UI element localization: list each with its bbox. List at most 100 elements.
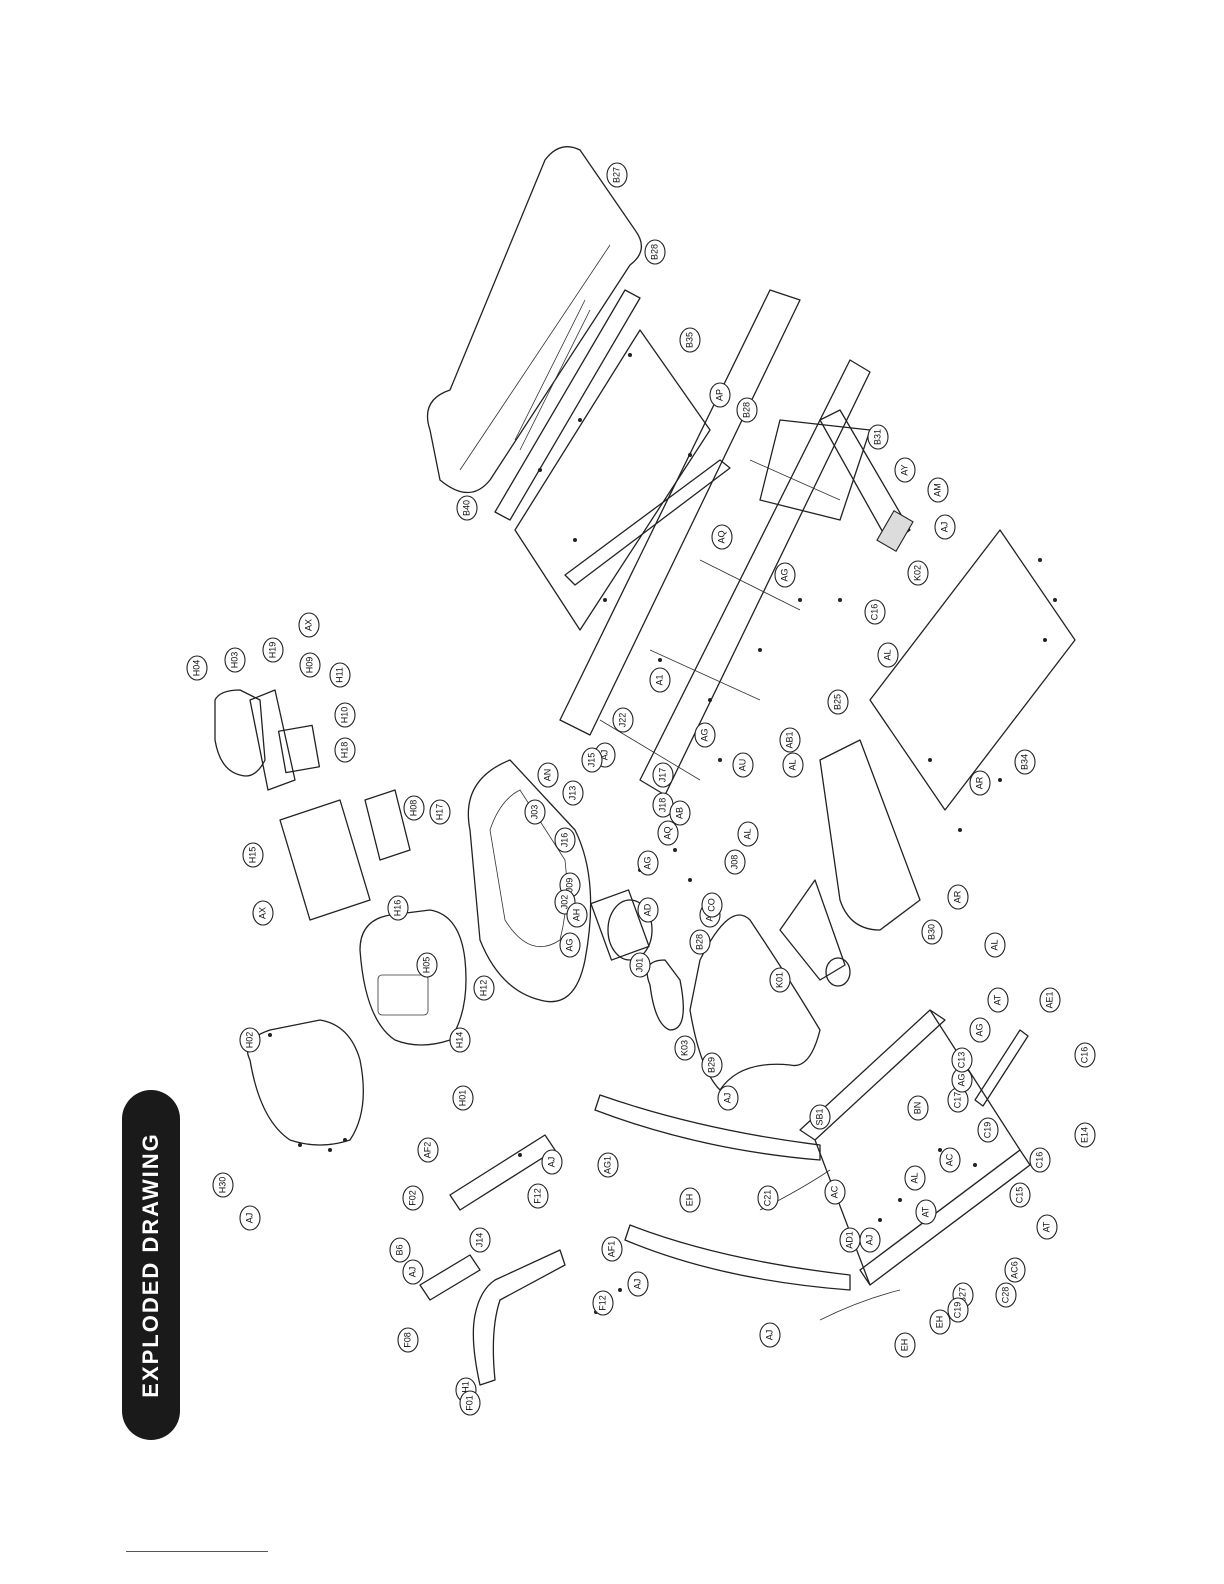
callout-label: K01 — [769, 967, 791, 993]
callout-label-text: H30 — [217, 1177, 227, 1194]
callout-label-text: H19 — [267, 642, 277, 659]
callout-label-text: EH — [934, 1316, 944, 1329]
callout-label-text: AJ — [407, 1267, 417, 1278]
callout-label: H16 — [387, 895, 409, 921]
callout-label: AB1 — [779, 727, 801, 753]
callout-label-text: AG — [956, 1073, 966, 1086]
callout-label: J03 — [524, 799, 546, 825]
callout-label: H19 — [262, 637, 284, 663]
callout-label-text: H14 — [454, 1032, 464, 1049]
fastener-dot — [328, 1148, 332, 1152]
callout-label-text: AJ — [764, 1330, 774, 1341]
callout-label-text: AQ — [716, 530, 726, 543]
fastener-dot — [758, 648, 762, 652]
callout-label-text: H05 — [421, 957, 431, 974]
callout-label: AG — [637, 850, 659, 876]
callout-label-text: AT — [920, 1206, 930, 1217]
callout-label: H10 — [334, 702, 356, 728]
callout-label: AJ — [541, 1149, 563, 1175]
callout-label-text: AJ — [864, 1235, 874, 1246]
fastener-dot — [538, 468, 542, 472]
callout-label-text: AG — [699, 728, 709, 741]
callout-label-text: C16 — [1034, 1152, 1044, 1169]
callout-label-text: C19 — [982, 1122, 992, 1139]
fastener-dot — [878, 1218, 882, 1222]
callout-label-text: BN — [912, 1102, 922, 1115]
callout-label-text: J08 — [729, 855, 739, 870]
callout-label: AL — [904, 1165, 926, 1191]
callout-label-text: H18 — [339, 742, 349, 759]
callout-label: H30 — [212, 1172, 234, 1198]
callout-label: H01 — [452, 1085, 474, 1111]
callout-label-text: J16 — [559, 833, 569, 848]
callout-label: C28 — [995, 1282, 1017, 1308]
callout-label: J01 — [629, 952, 651, 978]
callout-label-text: C16 — [1079, 1047, 1089, 1064]
callout-label-text: AX — [303, 619, 313, 631]
callout-label-text: C28 — [1000, 1287, 1010, 1304]
callout-label: H02 — [239, 1027, 261, 1053]
base-frame — [759, 1009, 1031, 1321]
callout-label-text: J09 — [564, 878, 574, 893]
callout-label-text: AJ — [244, 1213, 254, 1224]
hood — [689, 914, 821, 1091]
callout-label-text: H02 — [244, 1032, 254, 1049]
callout-label-text: AG — [642, 856, 652, 869]
handle-uprights — [419, 1134, 566, 1386]
callout-label-text: J22 — [617, 713, 627, 728]
footer-rule — [126, 1551, 268, 1552]
callout-label-text: H16 — [392, 900, 402, 917]
callout-label: C21 — [757, 1185, 779, 1211]
fastener-dot — [898, 1198, 902, 1202]
callout-label: B25 — [827, 689, 849, 715]
callout-label: AC6 — [1004, 1257, 1026, 1283]
callout-label-text: K02 — [912, 565, 922, 581]
callout-label-text: J13 — [567, 786, 577, 801]
callout-label: J14 — [469, 1227, 491, 1253]
fastener-dot — [688, 878, 692, 882]
callout-label-text: AL — [989, 939, 999, 950]
callout-label: AY — [894, 457, 916, 483]
callout-label-text: E14 — [1079, 1127, 1089, 1143]
callout-label-text: F12 — [532, 1188, 542, 1204]
callout-label-text: H17 — [434, 804, 444, 821]
callout-labels: B27B28B40B35APB28B31AYAMAJK02AQAGC16ALB2… — [186, 162, 1096, 1416]
callout-label-text: AL — [909, 1172, 919, 1183]
fastener-dot — [998, 778, 1002, 782]
console-electronics — [214, 689, 411, 921]
fastener-dot — [573, 538, 577, 542]
fastener-dot — [343, 1138, 347, 1142]
callout-label-text: AC6 — [1009, 1261, 1019, 1279]
callout-label: AD1 — [839, 1227, 861, 1253]
deck-plate — [514, 329, 711, 631]
callout-label-text: H08 — [408, 800, 418, 817]
callout-label: K02 — [907, 560, 929, 586]
callout-label: AX — [298, 612, 320, 638]
callout-label: AL — [984, 932, 1006, 958]
callout-label: J08 — [724, 849, 746, 875]
callout-label: AQ — [711, 524, 733, 550]
callout-label-text: AF1 — [606, 1241, 616, 1258]
callout-label: H11 — [329, 662, 351, 688]
callout-label-text: J03 — [529, 805, 539, 820]
callout-label-text: AT — [992, 994, 1002, 1005]
callout-label-text: AU — [737, 759, 747, 772]
callout-label: H08 — [403, 795, 425, 821]
callout-label-text: AJ — [722, 1093, 732, 1104]
callout-label: B6 — [389, 1237, 411, 1263]
callout-label-text: EH — [899, 1339, 909, 1352]
callout-label: EH — [679, 1187, 701, 1213]
callout-label: C16 — [1074, 1042, 1096, 1068]
fastener-dot — [658, 658, 662, 662]
callout-label-text: B28 — [694, 934, 704, 950]
callout-label-text: B28 — [741, 402, 751, 418]
callout-label: AE1 — [1039, 987, 1061, 1013]
callout-label-text: B34 — [1019, 754, 1029, 770]
callout-label: B30 — [921, 919, 943, 945]
callout-label-text: B35 — [684, 332, 694, 348]
console — [246, 909, 467, 1146]
fastener-dot — [578, 418, 582, 422]
callout-label-text: AB1 — [784, 731, 794, 748]
callout-label: F12 — [592, 1290, 614, 1316]
fastener-dot — [673, 848, 677, 852]
